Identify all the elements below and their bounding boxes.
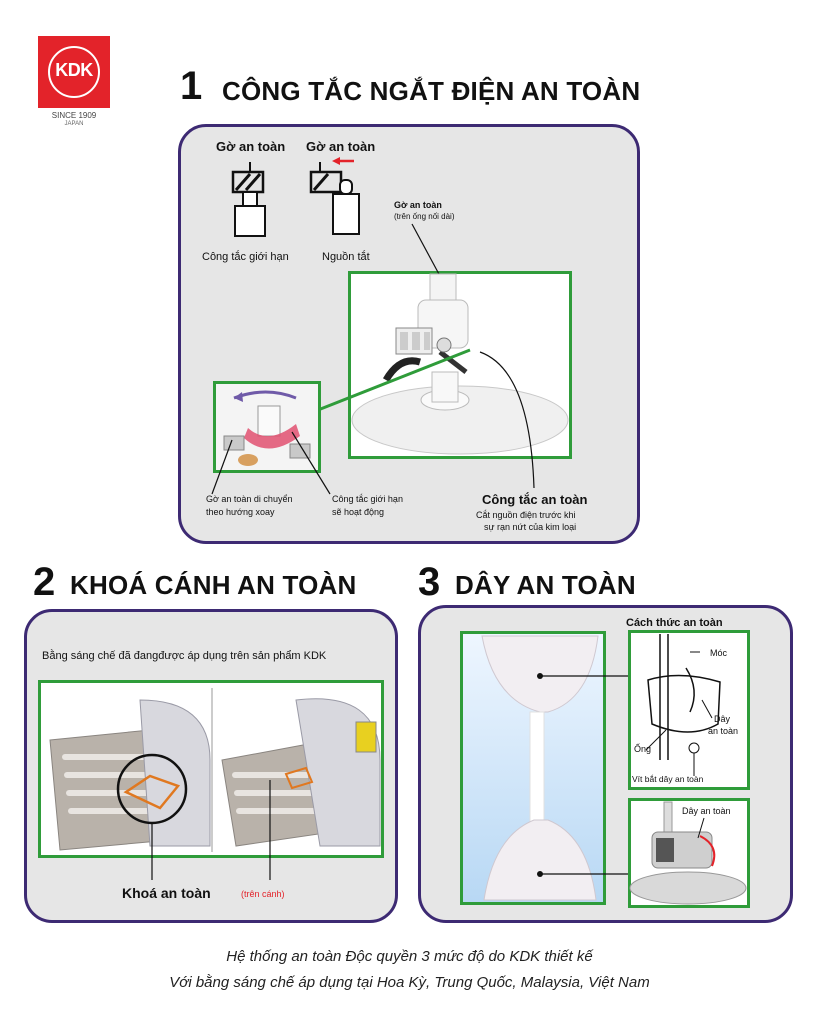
hook-diagram-frame xyxy=(628,630,750,790)
guard-label-left: Gờ an toàn xyxy=(216,139,286,154)
guard-label-right: Gờ an toàn xyxy=(306,139,376,154)
safety-switch-desc-line2: sự rạn nứt của kim loại xyxy=(484,522,577,532)
hook-label: Móc xyxy=(710,648,728,658)
pipe-label: Ống xyxy=(634,744,652,754)
section3-number: 3 xyxy=(418,560,441,604)
safety-switch-desc-line1: Cắt nguồn điện trước khi xyxy=(476,510,576,520)
logo-country: JAPAN xyxy=(64,121,84,127)
screw-label: Vít bắt dây an toàn xyxy=(632,774,704,784)
safety-lock-sub: (trên cánh) xyxy=(241,889,285,899)
section1-title: CÔNG TẮC NGẮT ĐIỆN AN TOÀN xyxy=(222,76,641,106)
logo-ring xyxy=(48,46,100,98)
footer-line-1: Hệ thống an toàn Độc quyền 3 mức độ do K… xyxy=(226,948,593,965)
section2-title: KHOÁ CÁNH AN TOÀN xyxy=(70,570,357,600)
safety-lock-label: Khoá an toàn xyxy=(122,885,211,901)
kdk-logo: KDK xyxy=(38,36,110,108)
section3-title: DÂY AN TOÀN xyxy=(455,570,636,600)
logo-text: KDK xyxy=(55,60,93,80)
wire-label-line1: Dây xyxy=(714,714,731,724)
logo-since: SINCE 1909 xyxy=(51,111,97,120)
guard-on-pipe-sub: (trên ống nối dài) xyxy=(394,212,455,221)
limit-switch-label: Công tắc giới hạn xyxy=(202,251,289,263)
safety-method-title: Cách thức an toàn xyxy=(626,617,723,629)
guard-schematic-left-icon xyxy=(231,162,266,237)
wire-photo-label: Dây an toàn xyxy=(682,806,731,816)
safety-switch-label: Công tắc an toàn xyxy=(482,492,588,507)
guard-moves-line2: theo hướng xoay xyxy=(206,507,275,517)
section1-number: 1 xyxy=(180,64,203,108)
patent-note: Bằng sáng chế đã đangđược áp dụng trên s… xyxy=(42,650,327,662)
wire-label-line2: an toàn xyxy=(708,726,739,736)
section2-number: 2 xyxy=(33,560,56,604)
power-off-label: Nguồn tắt xyxy=(322,251,370,263)
limit-active-line1: Công tắc giới hạn xyxy=(332,494,403,504)
guard-on-pipe-title: Gờ an toàn xyxy=(394,200,442,210)
limit-active-line2: sẽ hoạt động xyxy=(332,507,385,517)
footer-line-2: Với bằng sáng chế áp dụng tại Hoa Kỳ, Tr… xyxy=(169,974,650,991)
guard-moves-line1: Gờ an toàn di chuyển xyxy=(206,494,293,504)
guard-schematic-right-icon xyxy=(309,157,360,235)
